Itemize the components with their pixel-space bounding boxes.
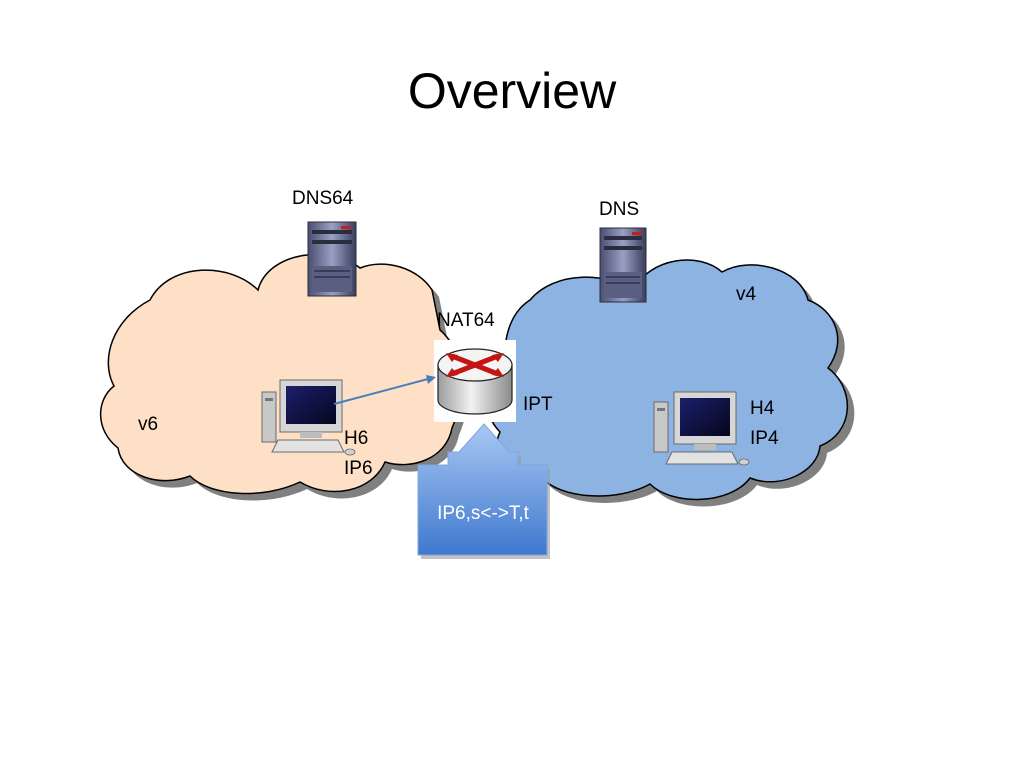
slide-title: Overview [407, 63, 617, 119]
h4-host-name: H4 [750, 398, 775, 419]
h6-host-address: IP6 [344, 458, 373, 479]
translation-callout-text: IP6,s<->T,t [437, 503, 529, 524]
dns-label: DNS [599, 199, 640, 220]
v6-network-label: v6 [138, 414, 159, 435]
h4-desktop-computer-icon [653, 391, 750, 466]
dns-server-icon [599, 227, 647, 303]
translation-callout-shape [417, 423, 550, 559]
dns64-label: DNS64 [292, 188, 354, 209]
h6-host-name: H6 [344, 428, 369, 449]
dns64-server-icon [307, 221, 357, 297]
nat64-label: NAT64 [437, 310, 495, 331]
v6-cloud [99, 253, 469, 501]
v4-cloud [486, 259, 855, 507]
h6-desktop-computer-icon [261, 379, 356, 456]
h6-to-nat64-connection [333, 375, 436, 405]
nat64-address-label: IPT [523, 394, 553, 415]
v4-network-label: v4 [736, 284, 757, 305]
h4-host-address: IP4 [750, 428, 779, 449]
nat64-router-icon [434, 340, 516, 422]
